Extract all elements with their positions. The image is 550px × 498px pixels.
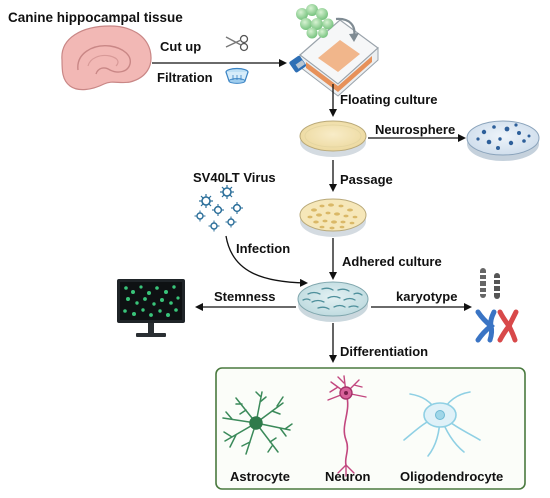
astrocyte-icon <box>222 391 293 455</box>
tissue-title: Canine hippocampal tissue <box>8 10 183 25</box>
scissors-icon <box>225 34 249 52</box>
petri-dish-passage <box>299 198 367 237</box>
stemness-label: Stemness <box>214 289 276 304</box>
neuron-icon <box>327 375 367 477</box>
culture-flask-icon <box>289 19 379 97</box>
petri-dish-adhered <box>297 281 369 322</box>
differentiation-label: Differentiation <box>340 344 429 359</box>
neurosphere-cluster-icon <box>296 4 334 39</box>
chromosome-icon <box>475 268 519 343</box>
filtration-label: Filtration <box>157 70 213 85</box>
oligodendrocyte-icon <box>403 391 481 457</box>
filter-icon <box>225 67 249 84</box>
astrocyte-label: Astrocyte <box>230 469 290 484</box>
karyotype-label: karyotype <box>396 289 458 304</box>
adhered-culture-label: Adhered culture <box>342 254 442 269</box>
neuron-label: Neuron <box>325 469 371 484</box>
cut-up-label: Cut up <box>160 39 202 54</box>
virus-label: SV40LT Virus <box>193 170 276 185</box>
petri-dish-floating <box>299 120 367 157</box>
oligodendrocyte-label: Oligodendrocyte <box>400 469 504 484</box>
infection-label: Infection <box>236 241 291 256</box>
brain-tissue-icon <box>61 25 152 91</box>
floating-culture-label: Floating culture <box>340 92 438 107</box>
petri-dish-neurosphere <box>466 120 540 161</box>
differentiation-box <box>215 367 526 490</box>
virus-icon <box>194 185 243 232</box>
neurosphere-label: Neurosphere <box>375 122 456 137</box>
passage-label: Passage <box>340 172 393 187</box>
monitor-icon <box>117 279 185 337</box>
